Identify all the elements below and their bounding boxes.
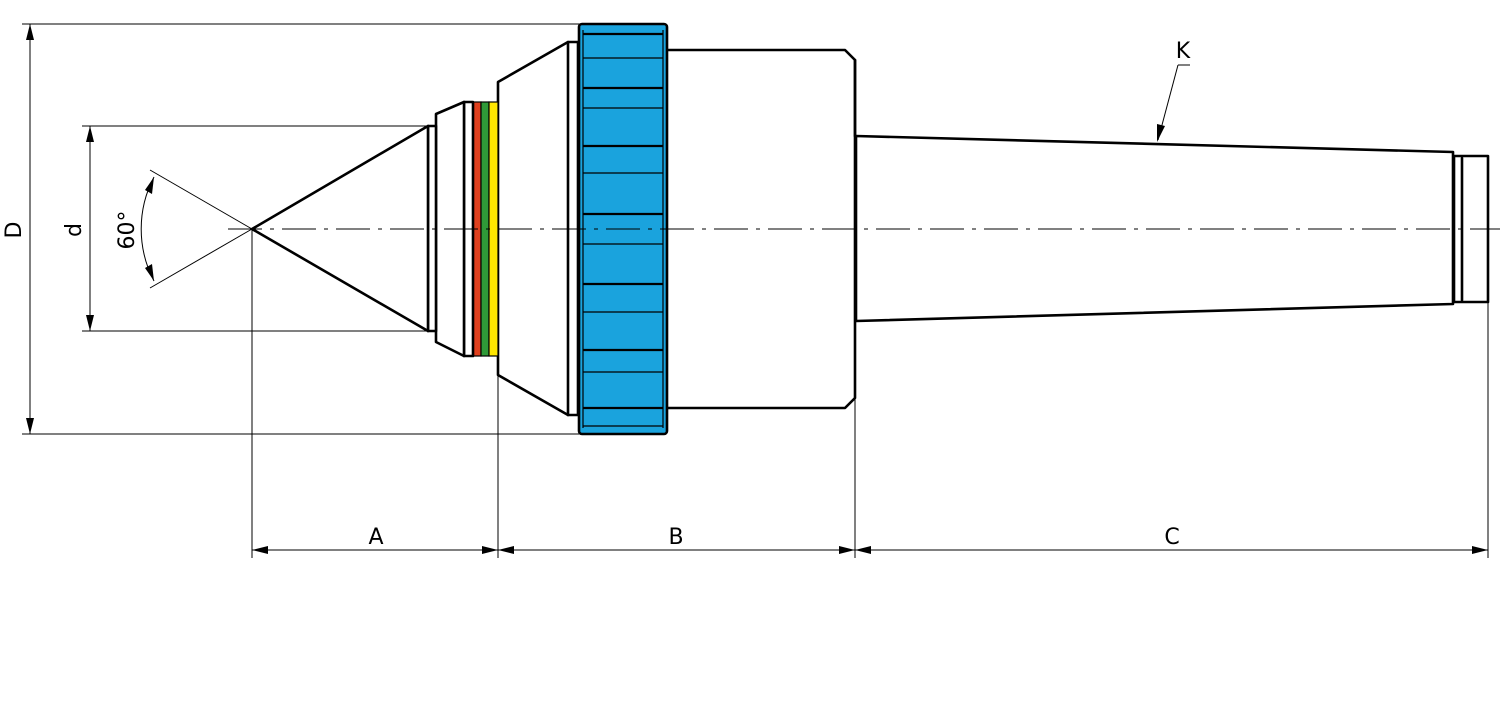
- label-A: A: [368, 525, 383, 550]
- label-C: C: [1164, 525, 1179, 550]
- label-d: d: [62, 223, 87, 237]
- label-K: K: [1176, 39, 1191, 64]
- taper-leader: K: [1157, 39, 1191, 142]
- extension-lines: [22, 23, 1489, 558]
- angle-dimension: 60°: [115, 176, 155, 282]
- label-D: D: [2, 222, 27, 239]
- dimension-B: B: [498, 525, 855, 554]
- dimension-d: d: [62, 126, 94, 331]
- band-yellow: [488, 101, 499, 357]
- label-angle: 60°: [115, 211, 140, 250]
- dimension-C: C: [855, 525, 1488, 554]
- dimension-A: A: [252, 525, 498, 554]
- dimension-D: D: [2, 24, 34, 434]
- label-B: B: [668, 525, 683, 550]
